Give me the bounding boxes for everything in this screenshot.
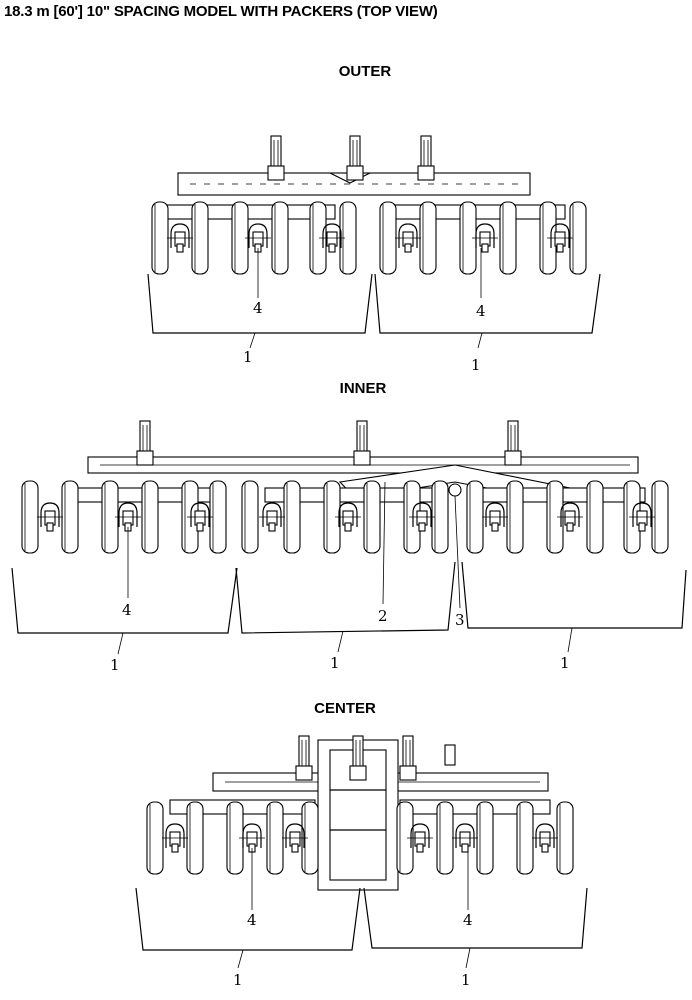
inner-section-drawing bbox=[11, 420, 687, 655]
center-callout-1-left: 1 bbox=[233, 971, 243, 989]
inner-callout-1-mid: 1 bbox=[330, 654, 340, 672]
inner-callout-4: 4 bbox=[122, 601, 132, 619]
section-label-center: CENTER bbox=[314, 700, 376, 717]
center-callout-4-left: 4 bbox=[247, 911, 257, 929]
inner-callout-2: 2 bbox=[378, 607, 388, 625]
section-label-inner: INNER bbox=[339, 380, 387, 397]
inner-callout-1-right: 1 bbox=[560, 654, 570, 672]
section-label-outer: OUTER bbox=[338, 63, 392, 80]
center-section-drawing bbox=[135, 735, 588, 969]
center-callout-4-right: 4 bbox=[463, 911, 473, 929]
inner-callout-3: 3 bbox=[455, 611, 465, 629]
outer-callout-4-right: 4 bbox=[476, 302, 486, 320]
outer-section-drawing bbox=[147, 135, 601, 349]
outer-callout-1-left: 1 bbox=[243, 348, 253, 366]
inner-callout-1-left: 1 bbox=[110, 656, 120, 674]
center-callout-1-right: 1 bbox=[461, 971, 471, 989]
diagram-title: 18.3 m [60'] 10" SPACING MODEL WITH PACK… bbox=[4, 3, 438, 20]
outer-callout-4-left: 4 bbox=[253, 299, 263, 317]
outer-callout-1-right: 1 bbox=[471, 356, 481, 374]
